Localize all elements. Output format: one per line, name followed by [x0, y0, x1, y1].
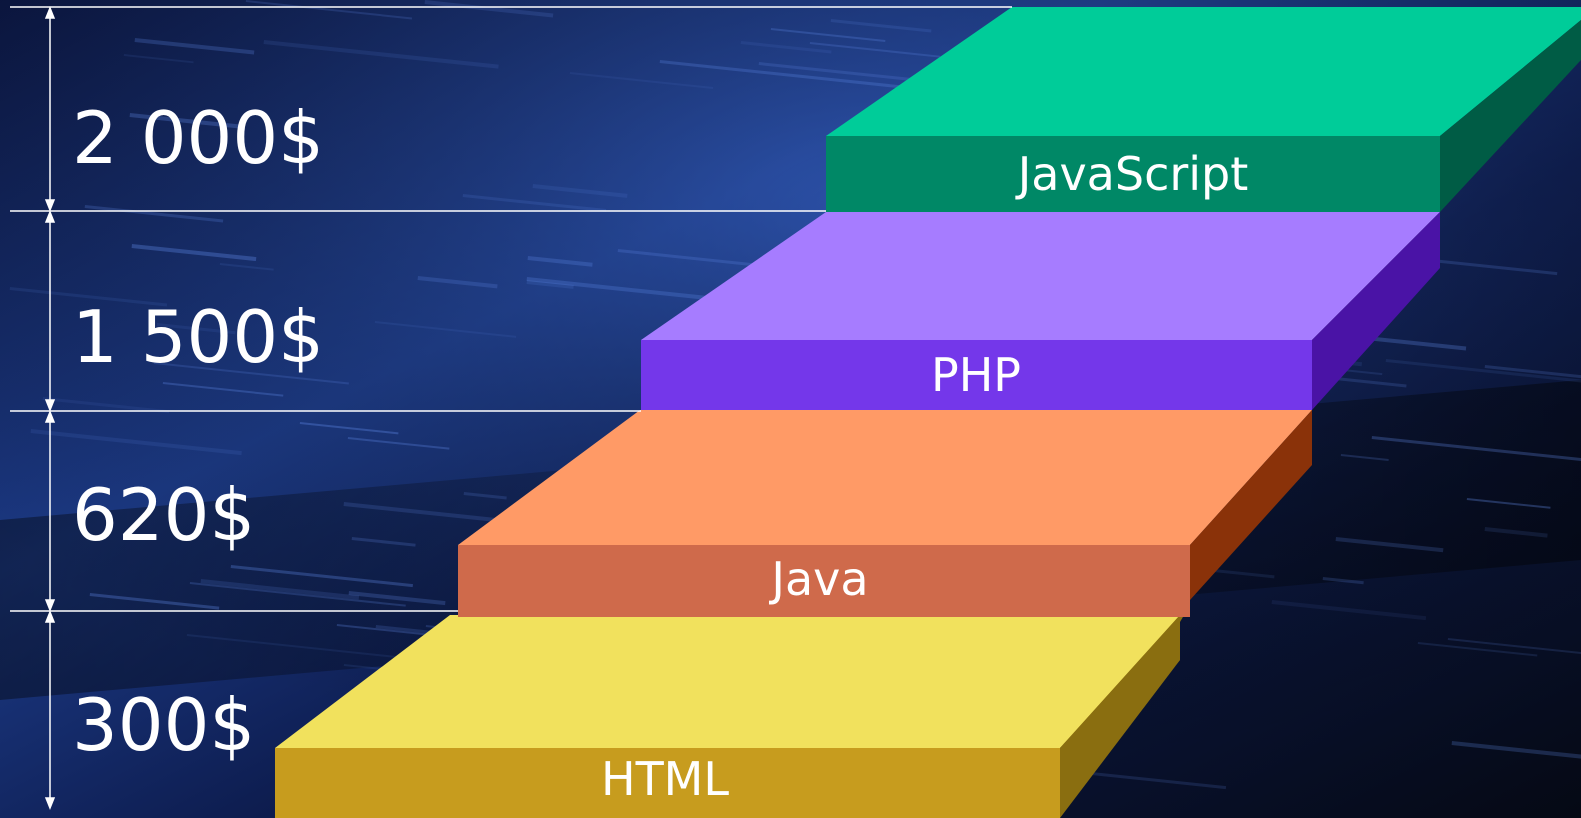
step-java-label: Java	[768, 552, 868, 606]
code-streak	[348, 591, 446, 606]
code-streak	[1325, 375, 1407, 388]
code-streak	[374, 321, 517, 338]
arrow-head-up-2000	[44, 5, 56, 19]
code-streak	[659, 60, 903, 89]
step-html-top-face	[275, 615, 1180, 748]
step-java-side-face	[1190, 410, 1312, 600]
code-streak	[200, 579, 360, 600]
code-streak	[1447, 637, 1581, 665]
code-streak	[1371, 435, 1581, 465]
arrow-head-down-2000	[44, 199, 56, 213]
code-streak	[1431, 258, 1558, 276]
code-streak	[770, 27, 886, 43]
step-javascript-front-face	[826, 136, 1440, 212]
price-label-300: 300$	[72, 683, 255, 767]
code-streak	[1484, 527, 1548, 538]
code-streak	[263, 40, 499, 69]
code-streak	[153, 362, 349, 385]
code-streak	[245, 0, 413, 20]
code-streak	[1417, 642, 1538, 657]
price-label-620: 620$	[72, 473, 255, 557]
code-streak	[417, 276, 498, 289]
step-javascript-label: JavaScript	[1015, 147, 1249, 201]
step-java-front-face	[458, 545, 1190, 617]
step-php: PHP	[641, 212, 1440, 410]
code-streak	[84, 204, 224, 223]
code-streak	[532, 184, 628, 198]
code-streak	[30, 429, 242, 456]
arrow-head-up-620	[44, 409, 56, 423]
step-java: Java	[458, 410, 1312, 617]
code-streak	[89, 593, 220, 610]
code-streak	[230, 565, 413, 588]
code-streak	[129, 113, 243, 129]
step-html-front-face	[275, 748, 1060, 818]
code-streak	[189, 582, 406, 607]
code-streak	[1385, 358, 1581, 385]
step-php-label: PHP	[931, 348, 1021, 402]
code-streak	[424, 0, 554, 18]
code-streak	[526, 280, 574, 289]
step-html: HTML	[275, 600, 1190, 818]
code-streak	[219, 263, 274, 271]
code-streak	[569, 72, 714, 90]
code-streak	[351, 536, 416, 547]
arrow-head-up-1500	[44, 209, 56, 223]
step-php-front-face	[641, 340, 1312, 410]
code-streak	[9, 287, 168, 307]
code-streak	[156, 323, 236, 335]
code-streak	[347, 437, 450, 450]
step-html-label: HTML	[601, 752, 729, 806]
price-label-1500: 1 500$	[72, 295, 324, 379]
code-streak	[1322, 577, 1364, 585]
code-streak	[527, 255, 593, 267]
step-html-side-face-lower	[1060, 615, 1180, 818]
step-php-side-face	[1312, 212, 1440, 410]
step-php-top-face	[641, 212, 1440, 340]
code-streak	[463, 491, 507, 500]
code-streak	[809, 42, 941, 58]
code-streak	[134, 38, 255, 55]
code-streak	[186, 634, 413, 660]
code-streak	[42, 397, 170, 414]
code-streak	[162, 382, 284, 397]
code-streak	[1062, 769, 1227, 790]
code-streak	[1271, 599, 1427, 621]
code-streak	[740, 41, 832, 54]
arrow-head-down-1500	[44, 399, 56, 413]
dimension-arrows	[44, 5, 56, 811]
price-label-2000: 2 000$	[72, 96, 324, 180]
step-javascript-top-face	[826, 7, 1581, 136]
code-streak	[1484, 364, 1581, 392]
arrow-head-up-300	[44, 609, 56, 623]
code-streak	[123, 53, 194, 64]
code-streak	[462, 194, 607, 213]
code-streak	[830, 19, 932, 33]
arrow-head-down-300	[44, 797, 56, 811]
step-javascript-side-face	[1440, 20, 1581, 212]
arrow-head-down-620	[44, 599, 56, 613]
step-javascript: JavaScript	[826, 7, 1581, 212]
code-streak	[299, 422, 399, 435]
code-streak	[1340, 453, 1389, 462]
code-streak	[1466, 497, 1551, 509]
step-java-top-face	[458, 410, 1312, 545]
code-streak	[1335, 536, 1444, 553]
code-streak	[1451, 741, 1581, 768]
code-streak	[131, 244, 257, 262]
